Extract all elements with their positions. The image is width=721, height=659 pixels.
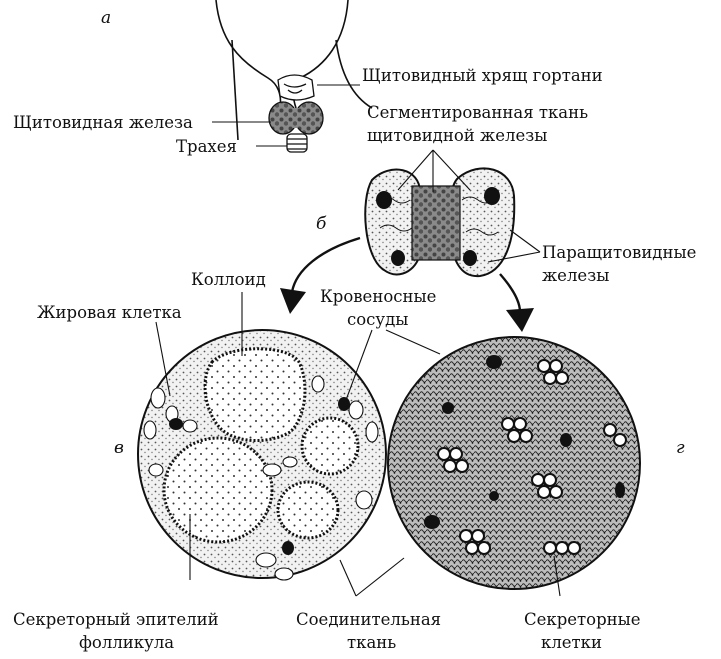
section-follicles <box>137 329 387 581</box>
label-connective-tissue-2: ткань <box>347 633 397 652</box>
leader-lines-a <box>212 84 360 147</box>
arrow-right <box>499 273 522 313</box>
leader-lines-b <box>397 149 541 263</box>
section-parathyroid <box>387 336 641 590</box>
label-secretory-epithelium-2: фолликула <box>79 633 175 652</box>
label-thyroid-gland: Щитовидная железа <box>13 113 193 132</box>
label-thyroid-cartilage: Щитовидный хрящ гортани <box>362 66 603 85</box>
label-segmented-tissue-1: Сегментированная ткань <box>367 103 589 122</box>
label-secretory-cells-1: Секреторные <box>524 610 641 629</box>
arrow-right-head <box>506 308 534 332</box>
leader-lines-lower <box>155 292 561 597</box>
label-connective-tissue-1: Соединительная <box>296 610 442 629</box>
secretory-cell-clusters <box>437 359 627 555</box>
panel-letter-g: г <box>676 438 685 458</box>
label-colloid: Коллоид <box>191 270 266 289</box>
arrow-left <box>290 236 361 293</box>
label-trachea: Трахея <box>176 137 237 156</box>
label-blood-vessels-2: сосуды <box>347 310 409 329</box>
label-fat-cell: Жировая клетка <box>37 303 182 322</box>
label-secretory-cells-2: клетки <box>541 633 602 652</box>
panel-letter-v: в <box>114 438 124 458</box>
panel-letter-a: а <box>101 8 112 28</box>
enlarged-thyroid <box>364 167 516 278</box>
label-secretory-epithelium-1: Секреторный эпителий <box>13 610 219 629</box>
arrow-left-head <box>280 288 306 314</box>
larynx-and-thyroid-small <box>268 74 324 153</box>
label-blood-vessels-1: Кровеносные <box>320 287 437 306</box>
label-parathyroid-2: железы <box>542 266 610 285</box>
label-parathyroid-1: Паращитовидные <box>542 243 697 262</box>
label-segmented-tissue-2: щитовидной железы <box>367 126 548 145</box>
panel-letter-b: б <box>316 214 327 234</box>
